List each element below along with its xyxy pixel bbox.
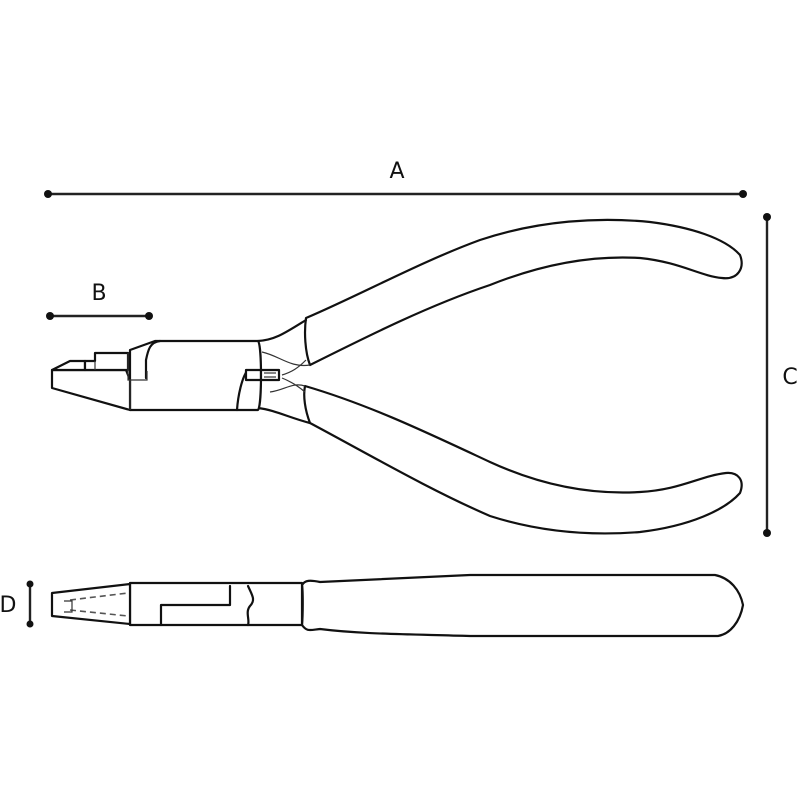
dimension-c: C [763,213,798,537]
jaw [50,368,132,412]
side-view [50,573,745,638]
label-d: D [0,593,16,618]
dimension-b: B [46,281,153,320]
lower-handle [303,384,743,535]
joint-body [128,339,263,412]
dimension-a: A [44,159,747,198]
upper-handle [303,218,743,367]
label-b: B [91,281,106,306]
side-handle [300,573,745,638]
pivot-pin [244,368,263,382]
label-c: C [782,365,797,390]
dimension-d: D [0,580,34,628]
label-a: A [389,159,404,184]
pivot-rivet [259,368,281,382]
side-tip [50,582,132,626]
top-view [50,218,743,535]
